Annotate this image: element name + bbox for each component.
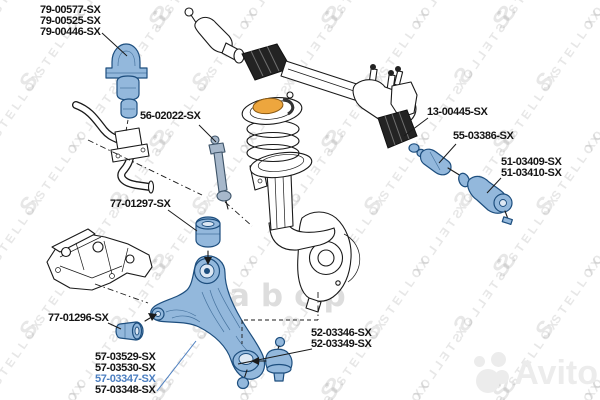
part-label-highlighted: 57-03347-SX xyxy=(95,373,156,385)
part-label: 55-03386-SX xyxy=(453,130,514,142)
strut-top-mount xyxy=(252,97,284,115)
tie-rod-end-right xyxy=(467,175,513,225)
part-label: 57-03529-SX xyxy=(95,351,156,363)
part-label: 57-03348-SX xyxy=(95,384,156,396)
leader-lines xyxy=(101,32,502,392)
part-label: 52-03349-SX xyxy=(311,338,372,350)
marketplace-logo: Avito xyxy=(472,350,598,396)
rack-washer xyxy=(408,143,420,153)
stabilizer-bushing-kit xyxy=(105,43,148,132)
part-label: 79-00525-SX xyxy=(40,15,101,27)
front-arm-bushing xyxy=(115,313,157,341)
part-label: 51-03409-SX xyxy=(501,156,562,168)
control-arm xyxy=(150,255,266,390)
rear-arm-bushing xyxy=(195,216,221,265)
part-label: 56-02022-SX xyxy=(140,110,201,122)
tie-rod-end-left xyxy=(184,7,245,64)
part-label: 13-00445-SX xyxy=(427,106,488,118)
part-label: 57-03530-SX xyxy=(95,362,156,374)
stabilizer-bar xyxy=(72,101,155,194)
ball-joint xyxy=(251,336,293,382)
rack-boot xyxy=(377,109,418,149)
marketplace-logo-dots-icon xyxy=(472,350,514,396)
strut-assembly xyxy=(241,91,336,251)
marketplace-logo-text: Avito xyxy=(514,354,598,392)
part-label: 79-00446-SX xyxy=(40,26,101,38)
stabilizer-link xyxy=(208,135,232,210)
construction-lines xyxy=(87,139,319,344)
steering-knuckle xyxy=(297,211,361,313)
part-label: 52-03346-SX xyxy=(311,327,372,339)
part-label: 51-03410-SX xyxy=(501,167,562,179)
part-label: 77-01297-SX xyxy=(110,198,171,210)
steering-rack-assembly xyxy=(184,7,513,225)
part-label: 77-01296-SX xyxy=(48,312,109,324)
part-label: 79-00577-SX xyxy=(40,4,101,16)
subframe xyxy=(46,228,153,291)
